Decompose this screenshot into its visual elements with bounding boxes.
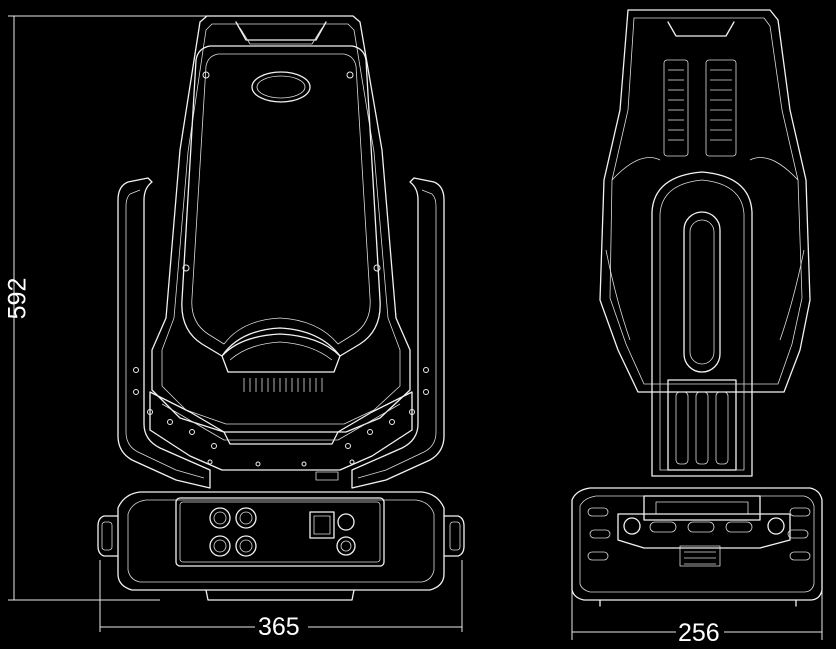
side-width-dimension: [571, 560, 823, 640]
front-width-dimension-label: 365: [258, 613, 300, 641]
xlr-connectors: [209, 507, 257, 557]
side-view: [571, 9, 823, 607]
connector-panel: [175, 497, 385, 567]
logo-oval: [251, 71, 311, 103]
height-dimension-label: 592: [3, 277, 32, 320]
front-view: [97, 15, 465, 601]
front-yoke-left: [117, 177, 211, 489]
front-lens-panel: [181, 45, 381, 357]
side-width-dimension-label: 256: [678, 619, 720, 647]
front-base: [117, 491, 445, 591]
power-inlet: [337, 513, 355, 531]
side-vent-grille: [663, 59, 737, 157]
front-vent-slots: [243, 378, 323, 392]
fuse-holder: [336, 536, 356, 556]
front-head-shell: [151, 15, 411, 433]
front-width-dimension: [99, 560, 463, 632]
front-yoke-right: [351, 177, 445, 489]
side-head-shell: [599, 9, 811, 393]
height-dimension: [8, 15, 210, 601]
side-base: [571, 487, 823, 601]
display-screen: [309, 511, 335, 539]
side-arm-slot: [683, 211, 721, 373]
side-yoke-arm: [651, 171, 753, 477]
